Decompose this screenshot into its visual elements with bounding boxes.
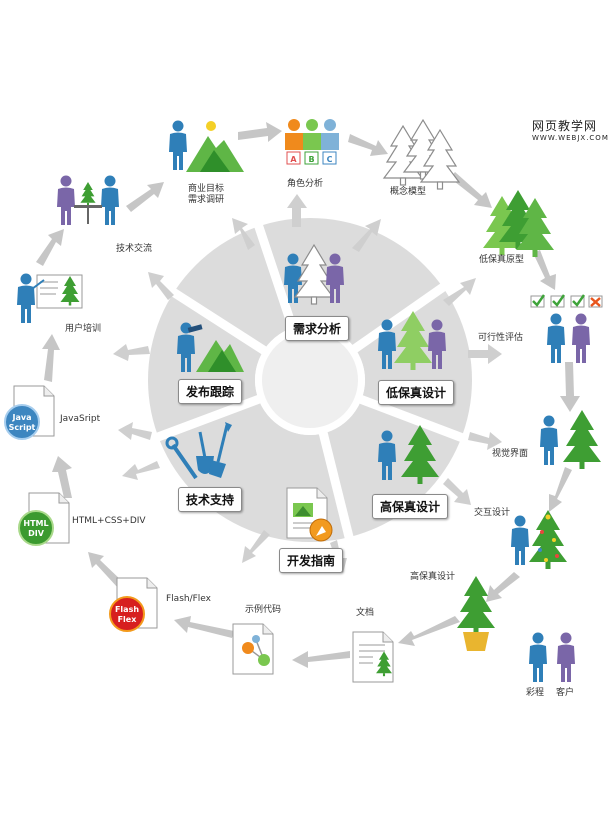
release-tracking-icon [177, 322, 244, 372]
label-lofi-prototype: 低保真原型 [479, 255, 525, 265]
js-line-1: Java [12, 413, 32, 422]
role-letter-b: B [308, 155, 314, 164]
tech-exchange-icon [57, 175, 119, 225]
javascript-icon: Java Script [4, 385, 55, 440]
html-line-2: DIV [28, 529, 45, 538]
hub-tech-support: 技术支持 [178, 487, 243, 512]
concept-model-icon [383, 119, 460, 190]
visual-interface-icon [540, 410, 601, 469]
hub-hifi-design: 高保真设计 [372, 494, 449, 519]
label-flash-flex: Flash/Flex [166, 594, 211, 604]
legend-client: 客户 [556, 688, 575, 698]
label-business-goals: 商业目标 需求调研 [188, 184, 225, 205]
watermark: 网页教学网 WWW.WEBJX.COM [532, 117, 608, 142]
legend-figures [529, 632, 575, 682]
hifi-tree-icon [457, 576, 495, 651]
hub-dev-guide: 开发指南 [279, 548, 344, 573]
label-html-css-div: HTML+CSS+DIV [72, 516, 146, 526]
flash-line-2: Flex [118, 615, 138, 624]
document-icon [352, 631, 394, 683]
label-tech-exchange: 技术交流 [116, 244, 153, 254]
lofi-prototype-icon [483, 190, 554, 257]
sample-code-icon [232, 623, 274, 675]
html-line-1: HTML [23, 519, 48, 528]
lofi-design-icon [378, 311, 446, 370]
legend-color-prog: 彩程 [526, 688, 545, 698]
js-line-2: Script [9, 423, 36, 432]
watermark-url: WWW.WEBJX.COM [532, 134, 608, 142]
label-document: 文档 [356, 608, 375, 618]
label-javascript: JavaSript [60, 414, 101, 424]
html-div-icon: HTML DIV [18, 492, 70, 546]
hub-lofi-design: 低保真设计 [378, 380, 455, 405]
label-interaction-design: 交互设计 [474, 508, 511, 518]
business-goals-icon [169, 120, 244, 172]
user-training-icon [17, 273, 83, 323]
label-hifi-design: 高保真设计 [410, 572, 456, 582]
label-user-training: 用户培训 [65, 324, 102, 334]
label-sample-code: 示例代码 [245, 605, 282, 615]
label-feasibility: 可行性评估 [478, 333, 524, 343]
tech-support-icon [165, 422, 232, 480]
flash-line-1: Flash [115, 605, 139, 614]
role-letter-a: A [290, 155, 297, 164]
label-role-analysis: 角色分析 [287, 179, 324, 189]
label-visual-interface: 视觉界面 [492, 449, 529, 459]
feasibility-icon [530, 294, 603, 363]
watermark-title: 网页教学网 [532, 119, 598, 133]
roles-icon: A B C [285, 119, 339, 165]
label-concept-model: 概念模型 [390, 187, 427, 197]
dev-guide-icon [286, 487, 333, 542]
interaction-design-icon [511, 510, 567, 569]
role-letter-c: C [327, 155, 333, 164]
flash-flex-icon: Flash Flex [109, 577, 158, 632]
hub-needs-analysis: 需求分析 [285, 316, 350, 341]
hub-release-tracking: 发布跟踪 [178, 379, 243, 404]
cycle-arrows [36, 122, 580, 668]
